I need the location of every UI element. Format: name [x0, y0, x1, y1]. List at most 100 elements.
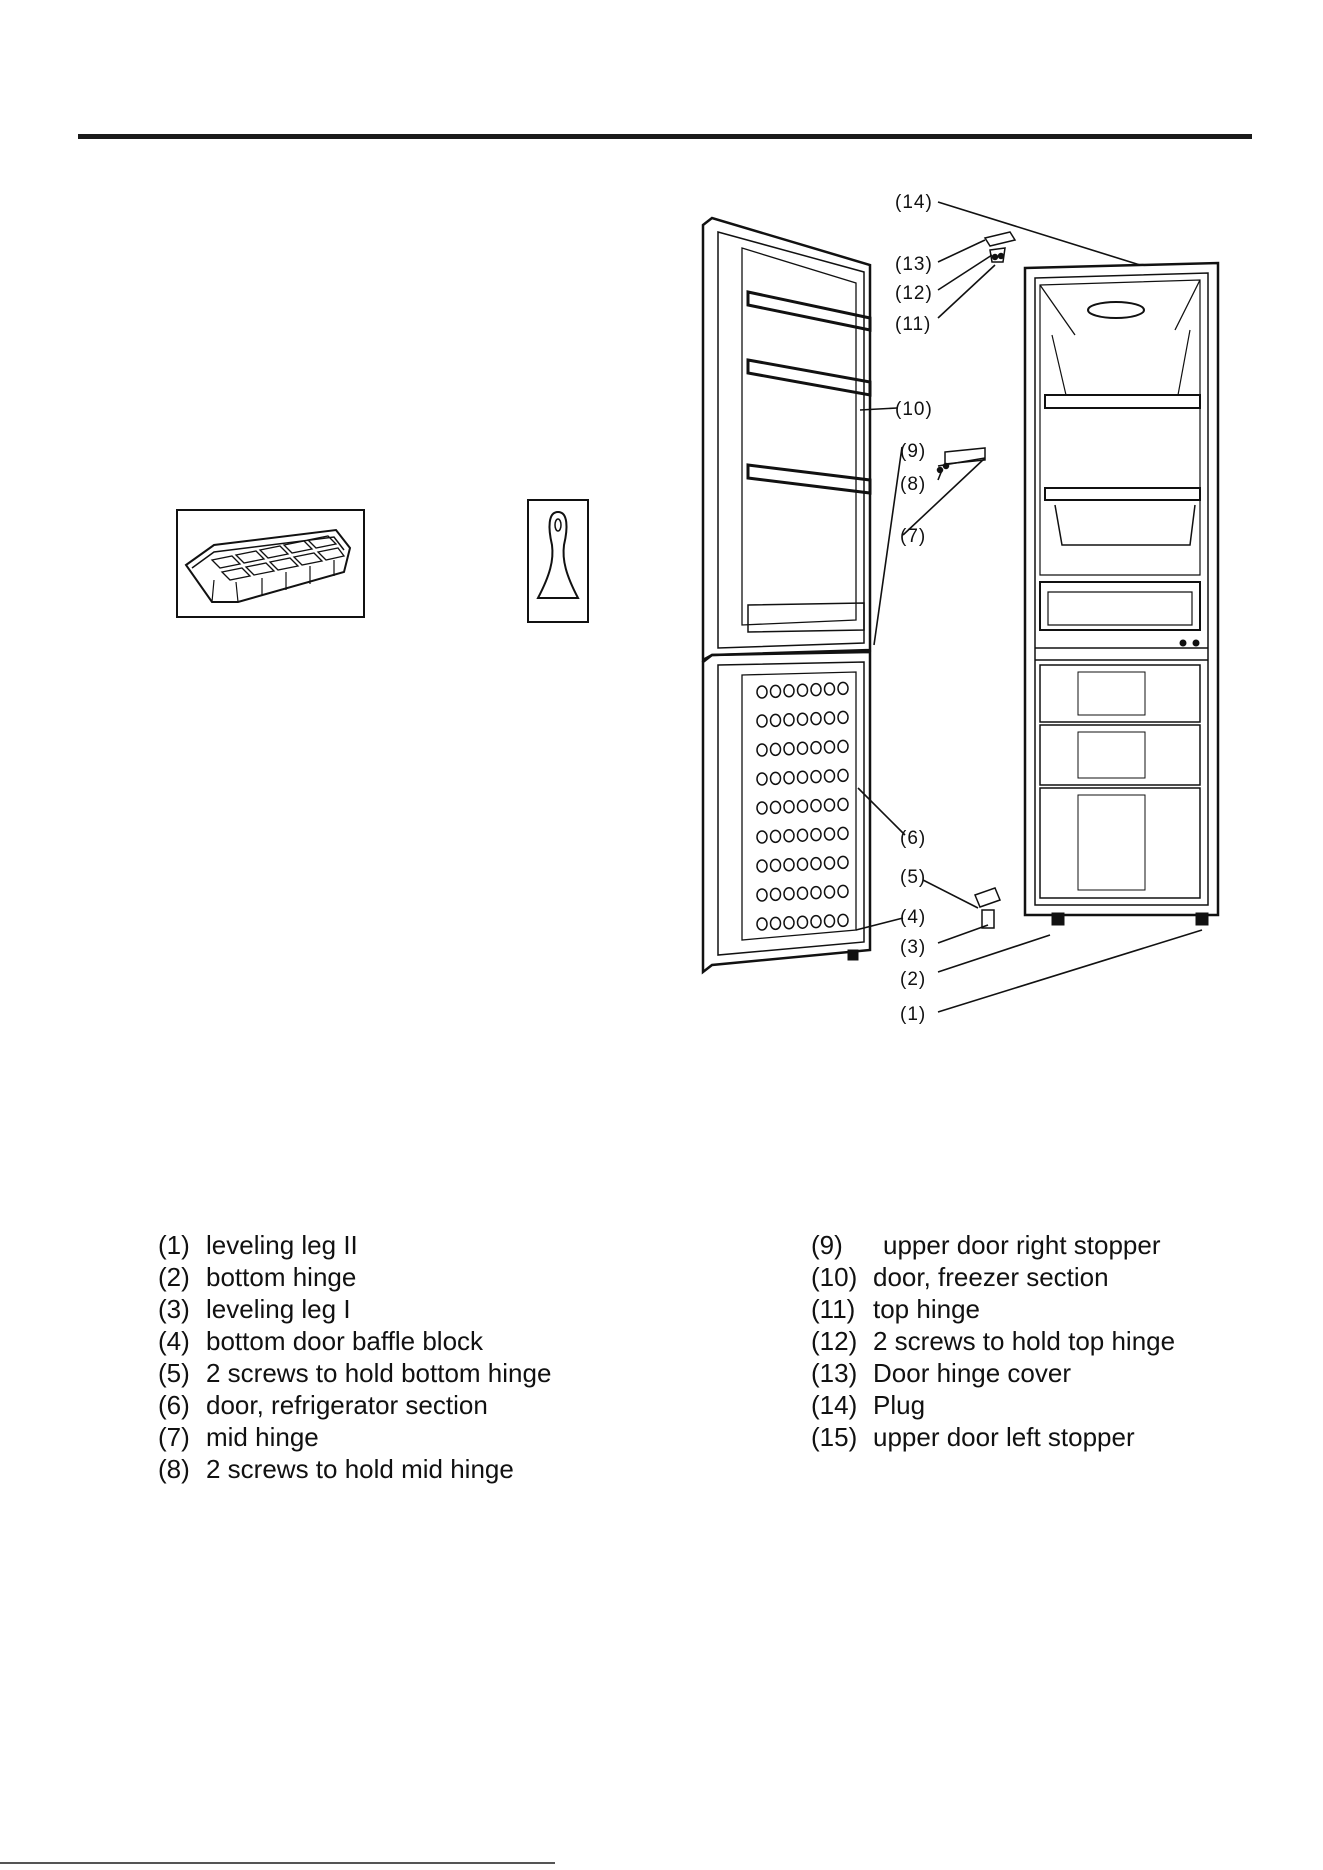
ice-tray-illustration [176, 509, 365, 618]
legend-item: (14)Plug [811, 1390, 926, 1420]
legend-item: (12)2 screws to hold top hinge [811, 1326, 1176, 1356]
vent-hole [810, 856, 822, 871]
vent-hole [796, 857, 809, 871]
vent-hole [796, 770, 809, 784]
vent-hole [769, 858, 782, 873]
callout-6: (6) [900, 828, 926, 849]
vent-hole [769, 800, 782, 815]
legend-item: (8)2 screws to hold mid hinge [158, 1454, 514, 1484]
legend-item: (10)door, freezer section [811, 1262, 1109, 1292]
vent-hole [769, 713, 782, 728]
vent-hole [783, 858, 795, 872]
callout-11: (11) [895, 314, 931, 335]
vent-hole [810, 914, 822, 929]
legend-item: (13)Door hinge cover [811, 1358, 1071, 1388]
vent-hole [810, 711, 822, 726]
vent-hole [823, 914, 836, 928]
vent-hole [783, 829, 795, 843]
vent-hole [837, 797, 849, 812]
vent-hole [756, 801, 768, 815]
vent-hole [837, 681, 849, 696]
callout-10: (10) [895, 399, 933, 420]
vent-hole [810, 827, 822, 842]
vent-hole [783, 916, 795, 930]
callout-1: (1) [900, 1004, 926, 1025]
legend-item: (11)top hinge [811, 1294, 980, 1324]
vent-hole [837, 855, 849, 870]
vent-hole [837, 710, 849, 725]
vent-hole [823, 798, 836, 812]
vent-hole [810, 885, 822, 900]
vent-hole [756, 917, 768, 931]
vent-hole [756, 772, 768, 786]
ice-scraper-illustration [527, 499, 589, 623]
vent-hole [756, 714, 768, 728]
vent-hole [823, 682, 836, 696]
callout-labels: (14) (13) (12) (11) (10) (9) (8) (7) (6)… [895, 192, 933, 1025]
callout-leader-lines [855, 201, 1203, 1013]
vent-hole [769, 916, 782, 931]
callout-2: (2) [900, 969, 926, 990]
callout-4: (4) [900, 907, 926, 928]
legend-item: (6)door, refrigerator section [158, 1390, 488, 1420]
vent-hole [810, 769, 822, 784]
legend-item: (15)upper door left stopper [811, 1422, 1135, 1452]
vent-hole [810, 682, 822, 697]
vent-hole [796, 915, 809, 929]
vent-hole [837, 913, 849, 928]
vent-hole [796, 741, 809, 755]
vent-hole [796, 712, 809, 726]
vent-hole [823, 827, 836, 841]
vent-hole [769, 887, 782, 902]
legend-item: (3)leveling leg I [158, 1294, 351, 1324]
vent-hole [756, 888, 768, 902]
vent-hole [756, 859, 768, 873]
callout-7: (7) [900, 526, 926, 547]
vent-hole [837, 768, 849, 783]
vent-hole [837, 884, 849, 899]
legend-item: (4)bottom door baffle block [158, 1326, 484, 1356]
vent-hole [756, 685, 768, 699]
vent-hole [796, 799, 809, 813]
parts-legend-right: (9)upper door right stopper (10)door, fr… [811, 1229, 1175, 1453]
callout-9: (9) [900, 441, 926, 462]
legend-item: (1)leveling leg II [158, 1230, 358, 1260]
vent-hole [769, 829, 782, 844]
legend-item: (2)bottom hinge [158, 1262, 357, 1292]
header-rule [78, 134, 1252, 139]
vent-hole [823, 740, 836, 754]
vent-hole [783, 800, 795, 814]
vent-hole [756, 830, 768, 844]
callout-12: (12) [895, 283, 933, 304]
callout-13: (13) [895, 254, 933, 275]
vent-hole [769, 771, 782, 786]
vent-hole [769, 742, 782, 757]
vent-hole [823, 769, 836, 783]
callout-8: (8) [900, 474, 926, 495]
vent-hole [810, 740, 822, 755]
vent-hole [810, 798, 822, 813]
vent-hole [796, 828, 809, 842]
callout-5: (5) [900, 867, 926, 888]
vent-hole [783, 742, 795, 756]
legend-item: (9)upper door right stopper [811, 1230, 1161, 1260]
vent-hole [783, 684, 795, 698]
vent-hole [769, 684, 782, 699]
vent-hole [823, 885, 836, 899]
refrigerator-parts-diagram: (14) (13) (12) (11) (10) (9) (8) (7) (6)… [176, 192, 1220, 1025]
callout-3: (3) [900, 937, 926, 958]
vent-hole [837, 826, 849, 841]
hinge-parts-illustration [936, 231, 1017, 929]
vent-hole [796, 886, 809, 900]
vent-hole [783, 713, 795, 727]
vent-hole [837, 739, 849, 754]
vent-hole [756, 743, 768, 757]
legend-item: (5)2 screws to hold bottom hinge [158, 1358, 552, 1388]
vent-hole [796, 683, 809, 697]
legend-item: (7)mid hinge [158, 1422, 319, 1452]
vent-hole [783, 887, 795, 901]
vent-hole [823, 711, 836, 725]
vent-hole [823, 856, 836, 870]
vent-hole [783, 771, 795, 785]
footer-rule [0, 1862, 555, 1864]
